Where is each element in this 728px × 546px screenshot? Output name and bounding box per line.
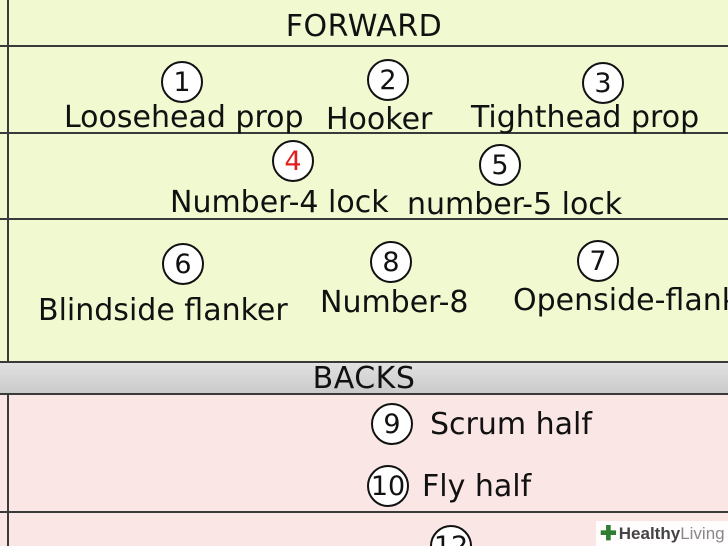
position-name-scrum-half: Scrum half (430, 407, 592, 442)
row-divider-front-row (0, 132, 728, 134)
forward-zone (0, 0, 728, 362)
watermark-bold-text: Healthy (618, 523, 681, 543)
left-border-backs (7, 394, 9, 546)
healthy-living-logo-icon: ✚ (600, 523, 617, 545)
position-number-6: 6 (162, 243, 204, 285)
position-number-9: 9 (371, 403, 413, 445)
row-divider-halves (0, 511, 728, 513)
row-divider-forward-title (0, 45, 728, 47)
watermark-light-text: Living (680, 523, 725, 543)
backs-header-band (0, 362, 728, 394)
position-name-fly-half: Fly half (422, 469, 532, 504)
row-divider-back-row (0, 361, 728, 363)
row-divider-backs-title (0, 393, 728, 395)
position-number-3: 3 (582, 62, 624, 104)
position-name-blindside-flanker: Blindside flanker (38, 293, 288, 328)
position-name-openside-flanker: Openside-flanker (513, 283, 728, 318)
forward-heading: FORWARD (285, 9, 443, 44)
watermark: ✚ Healthy Living (596, 521, 728, 546)
position-number-8: 8 (370, 241, 412, 283)
position-number-7: 7 (577, 240, 619, 282)
position-name-number-5-lock: number-5 lock (407, 187, 623, 222)
position-name-hooker: Hooker (326, 102, 433, 137)
position-number-2: 2 (367, 59, 409, 101)
position-name-tighthead-prop: Tighthead prop (471, 100, 700, 135)
backs-heading: BACKS (312, 361, 416, 396)
position-name-number-8: Number-8 (320, 285, 469, 320)
position-number-5: 5 (479, 144, 521, 186)
row-divider-second-row (0, 218, 728, 220)
position-number-4: 4 (272, 140, 314, 182)
position-number-10: 10 (367, 465, 409, 507)
backs-zone (0, 394, 728, 546)
position-name-number-4-lock: Number-4 lock (170, 185, 389, 220)
position-name-loosehead-prop: Loosehead prop (64, 100, 304, 135)
left-border-forward (7, 0, 9, 362)
position-number-1: 1 (161, 61, 203, 103)
